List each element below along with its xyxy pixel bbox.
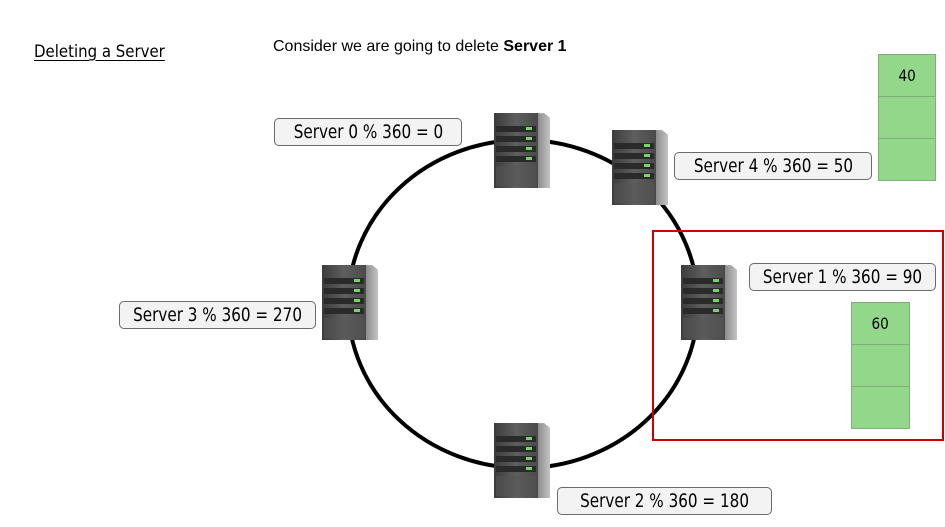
server-0-icon: [494, 113, 550, 188]
page-heading: Deleting a Server: [34, 42, 165, 62]
server-0-label: Server 0 % 360 = 0: [274, 118, 462, 146]
server-4-label: Server 4 % 360 = 50: [674, 152, 872, 180]
key-cell: [878, 96, 936, 139]
server-3-label: Server 3 % 360 = 270: [119, 301, 316, 329]
key-stack-server-4: 40: [878, 54, 936, 181]
key-cell: [851, 344, 910, 387]
server-1-highlight-box: [652, 230, 944, 441]
server-4-icon: [612, 130, 668, 205]
server-3-icon: [322, 265, 378, 340]
key-cell: 40: [878, 54, 936, 97]
intro-text: Consider we are going to delete Server 1: [273, 38, 567, 56]
server-2-icon: [494, 423, 550, 498]
server-1-label: Server 1 % 360 = 90: [749, 263, 936, 291]
key-cell: [878, 138, 936, 181]
key-cell: [851, 386, 910, 429]
server-2-label: Server 2 % 360 = 180: [557, 487, 772, 515]
intro-bold: Server 1: [503, 38, 567, 55]
key-stack-server-1: 60: [851, 302, 910, 429]
intro-plain: Consider we are going to delete: [273, 38, 504, 55]
key-cell: 60: [851, 302, 910, 345]
